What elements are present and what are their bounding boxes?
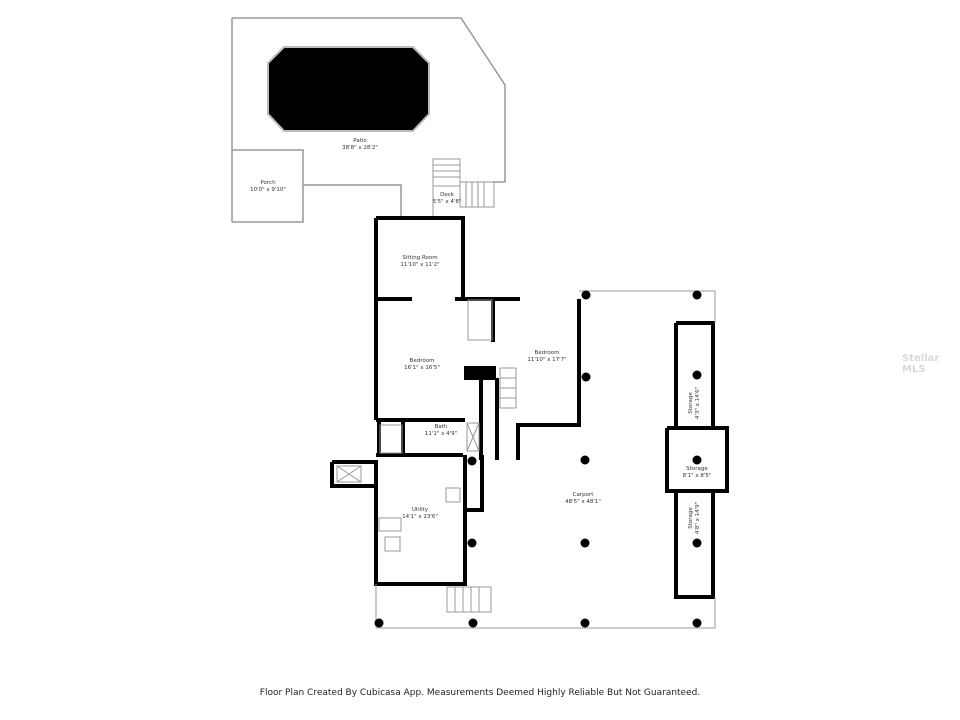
svg-text:11'10" x 17'7": 11'10" x 17'7": [527, 357, 566, 363]
label-patio: Patio: [353, 138, 367, 144]
label-storage-3: Storage: [688, 507, 694, 529]
label-porch: Porch: [260, 180, 276, 186]
patio: [231, 17, 506, 223]
label-bedroom-1: Bedroom: [410, 358, 435, 364]
label-storage-1: Storage: [688, 392, 694, 414]
svg-text:16'1" x 16'5": 16'1" x 16'5": [404, 365, 440, 371]
svg-text:11'10" x 11'2": 11'10" x 11'2": [400, 262, 439, 268]
label-bedroom-2: Bedroom: [535, 350, 560, 356]
watermark: Stellar MLS: [902, 353, 940, 375]
carport-outline: [336, 290, 716, 629]
svg-text:4'8" x 14'9": 4'8" x 14'9": [695, 502, 701, 534]
label-deck: Deck: [440, 192, 455, 198]
svg-text:14'1" x 23'6": 14'1" x 23'6": [402, 514, 438, 520]
svg-text:38'8" x 28'2": 38'8" x 28'2": [342, 145, 378, 151]
svg-text:4'3" x 14'6": 4'3" x 14'6": [695, 387, 701, 419]
pool: [267, 46, 430, 132]
label-sitting-room: Sitting Room: [402, 255, 437, 261]
room-labels: Patio 38'8" x 28'2" Porch 10'0" x 9'10" …: [250, 138, 711, 534]
svg-text:8'1" x 8'5": 8'1" x 8'5": [683, 473, 712, 479]
footer-disclaimer: Floor Plan Created By Cubicasa App. Meas…: [259, 688, 701, 698]
label-carport: Carport: [573, 492, 595, 498]
svg-text:48'5" x 48'1": 48'5" x 48'1": [565, 499, 601, 505]
svg-text:10'0" x 9'10": 10'0" x 9'10": [250, 187, 286, 193]
label-bath: Bath: [435, 424, 448, 430]
label-storage-2: Storage: [686, 466, 708, 472]
deck-stairs: [432, 158, 495, 218]
walls: [330, 216, 729, 599]
svg-text:5'5" x 4'8": 5'5" x 4'8": [433, 199, 462, 205]
columns: [374, 290, 702, 628]
svg-text:11'1" x 4'9": 11'1" x 4'9": [425, 431, 457, 437]
label-utility: Utility: [412, 507, 429, 513]
